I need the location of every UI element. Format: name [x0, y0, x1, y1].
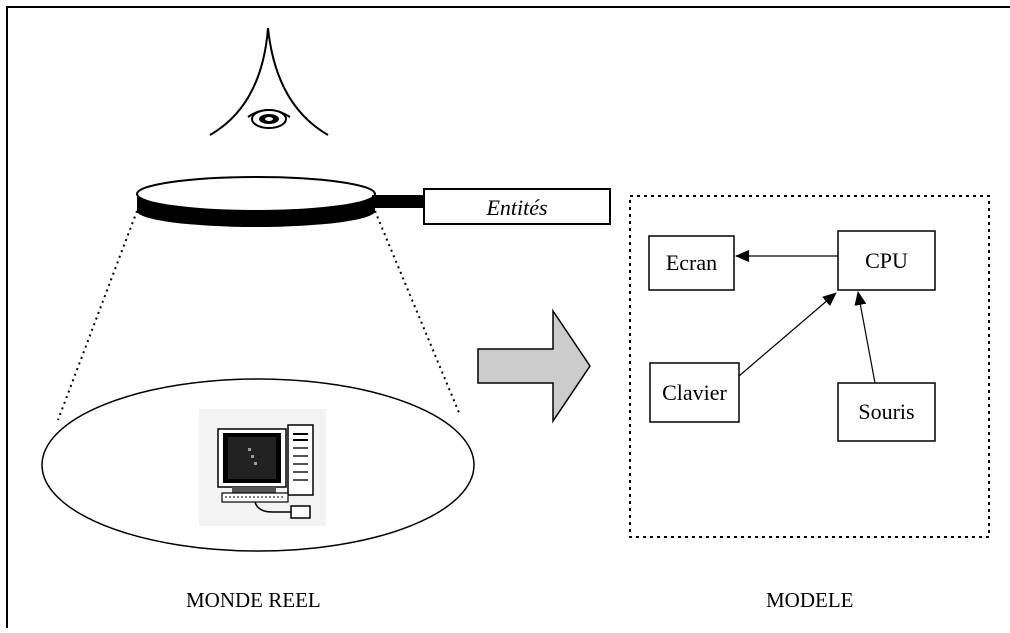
projection-line-right: [374, 210, 461, 416]
outer-frame: [6, 6, 1010, 628]
eye-icon: [209, 27, 329, 136]
mouse-box: [837, 382, 936, 442]
entities-label: Entités: [486, 194, 548, 220]
keyboard-label: Clavier: [662, 379, 727, 405]
entities-label-box: [423, 188, 611, 225]
right-arrow-icon: [477, 308, 591, 424]
keyboard-to-cpu-arrow: [738, 292, 837, 377]
cpu-label: CPU: [865, 247, 908, 273]
model-caption: MODELE: [766, 588, 854, 612]
real-world-caption: MONDE REEL: [186, 588, 321, 612]
keyboard-box: [649, 362, 740, 423]
cpu-box: [837, 230, 936, 291]
projection-line-left: [57, 210, 138, 421]
screen-box: [648, 235, 735, 291]
mouse-to-cpu-arrow: [854, 291, 876, 384]
mouse-label: Souris: [858, 399, 915, 424]
magnifying-glass-icon: [136, 176, 424, 227]
desktop-computer-icon: [199, 409, 326, 526]
screen-label: Ecran: [665, 250, 718, 275]
